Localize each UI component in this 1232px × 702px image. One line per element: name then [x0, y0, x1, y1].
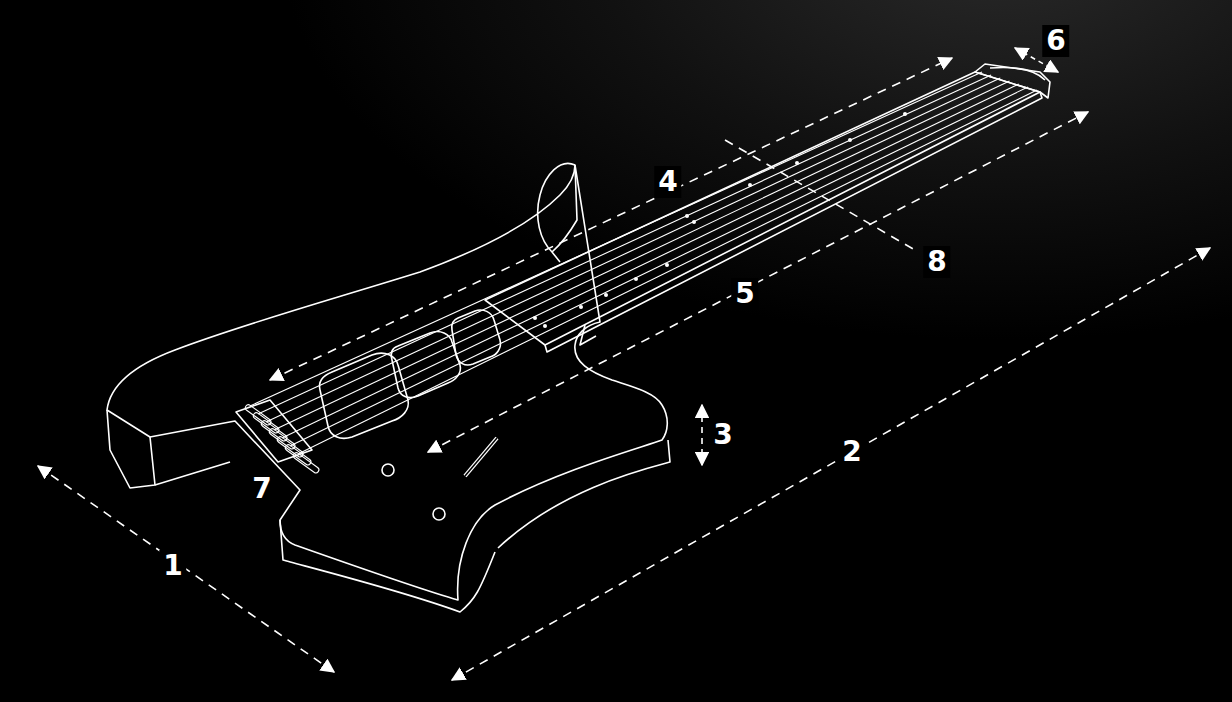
headpiece: [975, 64, 1050, 98]
callout-number: 5: [731, 278, 758, 310]
callout-number: 1: [159, 550, 186, 582]
string: [258, 75, 991, 414]
dimension-line: [38, 466, 334, 672]
body-side: [280, 520, 495, 612]
string: [298, 90, 1037, 454]
string: [290, 87, 1028, 446]
string: [282, 84, 1019, 438]
switch: [465, 438, 497, 476]
horn-side: [552, 165, 577, 252]
callout-number: 4: [654, 166, 681, 198]
pickup: [391, 332, 460, 398]
body-outline: [107, 163, 667, 600]
dimension-line: [701, 405, 703, 465]
dimension-line: [270, 58, 952, 380]
saddle: [292, 452, 320, 474]
dimension-line: [428, 112, 1088, 452]
body-side: [107, 410, 155, 488]
knob: [433, 508, 445, 520]
dimension-line: [452, 248, 1210, 680]
callout-number: 2: [838, 436, 865, 468]
fretboard-side: [545, 92, 1042, 352]
string: [274, 81, 1010, 430]
string: [266, 78, 1000, 422]
neck-heel: [580, 325, 596, 345]
headpiece-curve: [990, 68, 1045, 81]
knob: [382, 464, 394, 476]
fretboard: [485, 72, 1040, 345]
callout-number: 8: [923, 246, 950, 278]
pickup: [452, 310, 501, 365]
switch: [465, 438, 497, 476]
body-side: [155, 462, 230, 485]
saddle: [284, 444, 312, 466]
callout-number: 3: [709, 419, 736, 451]
body-side: [498, 440, 670, 548]
callout-number: 7: [248, 473, 275, 505]
callout-number: 6: [1042, 25, 1069, 57]
dimension-line: [725, 140, 915, 250]
